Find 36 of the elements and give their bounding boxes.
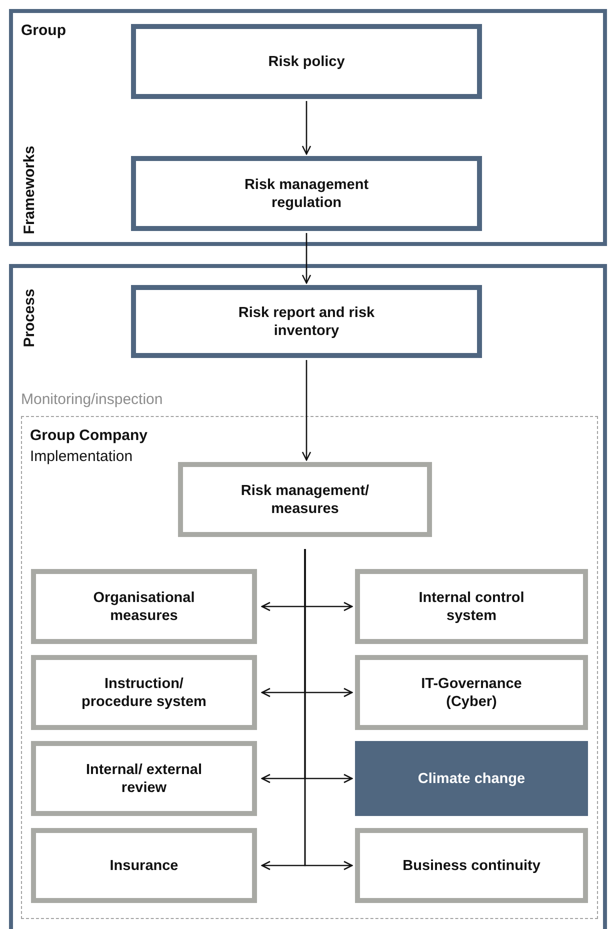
process-box <box>131 156 482 231</box>
frame-panel <box>9 9 607 246</box>
process-box <box>131 24 482 99</box>
box-label: Internal/ external review <box>84 760 204 796</box>
process-box <box>131 285 482 358</box>
process-box <box>355 828 588 903</box>
box-label: Risk report and risk inventory <box>237 304 376 340</box>
section-label: Process <box>21 288 40 348</box>
box-label: Risk policy <box>267 52 346 70</box>
process-box <box>31 828 257 903</box>
box-label: Climate change <box>416 770 526 788</box>
box-label: Insurance <box>108 856 180 874</box>
arrow <box>302 360 312 461</box>
arrow <box>304 549 353 870</box>
process-box <box>31 741 257 816</box>
box-label: Risk management/ measures <box>240 482 370 518</box>
area-subheading: Implementation <box>30 448 133 466</box>
arrow <box>302 233 312 284</box>
area-heading: Group Company <box>30 427 148 445</box>
highlight-box <box>355 741 588 816</box>
box-label: IT-Governance (Cyber) <box>420 674 523 710</box>
group-heading: Group <box>21 22 66 40</box>
box-label: Internal control system <box>418 588 526 624</box>
process-box <box>178 462 432 537</box>
box-label: Business continuity <box>402 856 542 874</box>
arrow <box>302 101 312 155</box>
frame-panel <box>9 264 607 929</box>
box-label: Organisational measures <box>92 588 196 624</box>
box-label: Instruction/ procedure system <box>80 674 208 710</box>
process-box <box>355 655 588 730</box>
process-box <box>31 655 257 730</box>
box-label: Risk management regulation <box>243 176 370 212</box>
process-box <box>355 569 588 644</box>
area-heading: Monitoring/inspection <box>21 391 163 409</box>
section-label: Frameworks <box>21 146 40 234</box>
process-box <box>31 569 257 644</box>
